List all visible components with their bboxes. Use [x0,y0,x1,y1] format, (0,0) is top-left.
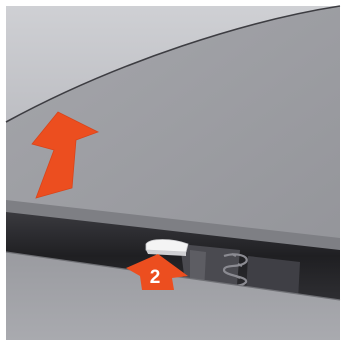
bonnet-release-catch-icon [146,240,188,257]
callout-number: 2 [150,267,161,288]
